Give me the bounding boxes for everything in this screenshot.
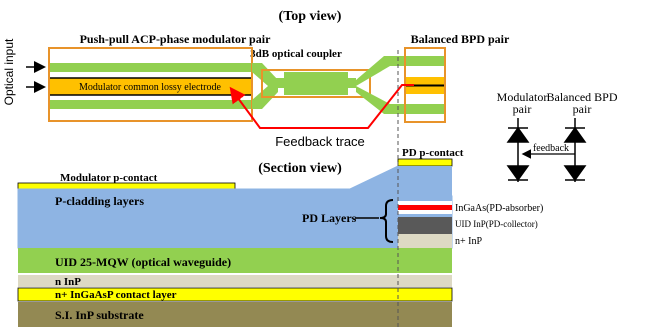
circuit-bpd-label-2: pair <box>573 102 592 116</box>
pd-uid-inp-layer <box>398 217 452 234</box>
pd-n-inp-layer <box>398 234 452 248</box>
bpd-pair-label: Balanced BPD pair <box>411 32 510 46</box>
electrode-label: Modulator common lossy electrode <box>79 82 221 93</box>
p-cladding-label: P-cladding layers <box>55 194 144 208</box>
pd-ingaas-layer <box>398 205 452 210</box>
bpd-waveguide-upper <box>405 56 445 66</box>
pd-contact-label: PD p-contact <box>402 147 464 159</box>
circuit-modulator-label-1: Modulator <box>497 90 548 104</box>
pd-p-contact <box>397 158 453 167</box>
mqw-layer <box>18 248 452 273</box>
n-inp-layer <box>18 275 452 287</box>
coupler-port-right <box>346 78 356 88</box>
feedback-trace <box>229 84 414 129</box>
substrate-label: S.I. InP substrate <box>55 308 144 322</box>
pd-layers-label: PD Layers <box>302 211 357 225</box>
circuit-modulator-diodes <box>506 118 530 182</box>
pd-layer-white-2 <box>398 210 452 214</box>
ingaas-label: InGaAs(PD-absorber) <box>455 203 543 214</box>
feedback-trace-label: Feedback trace <box>275 134 365 149</box>
modulator-p-contact <box>17 182 236 190</box>
modulator-pair-label: Push-pull ACP-phase modulator pair <box>80 32 271 46</box>
coupler-label: 3dB optical coupler <box>250 48 342 60</box>
circuit-bpd-label-1: Balanced BPD <box>547 90 618 104</box>
modulator-pair-box <box>48 47 253 122</box>
circuit-bpd-diodes <box>563 118 587 182</box>
contact-layer <box>17 287 453 302</box>
top-view-title: (Top view) <box>279 9 342 24</box>
wg-connect-lower-right <box>356 86 405 114</box>
contact-layer-label: n+ InGaAsP contact layer <box>55 289 177 301</box>
pd-layer-white-1 <box>398 201 452 205</box>
section-view-title: (Section view) <box>258 161 342 176</box>
optical-input-label: Optical input <box>2 38 16 105</box>
coupler-mmi <box>284 72 348 95</box>
pd-layers-brace <box>379 199 394 243</box>
pd-cladding <box>398 166 452 196</box>
circuit-modulator-label-2: pair <box>513 102 532 116</box>
wg-connect-upper-right <box>356 56 405 86</box>
modulator-contact-label: Modulator p-contact <box>60 172 158 184</box>
bpd-waveguide-lower <box>405 104 445 114</box>
n-inp-pd-label: n+ InP <box>455 236 482 247</box>
coupler-box <box>261 69 371 98</box>
wg-connect-upper-left <box>252 63 278 86</box>
coupler-port-left <box>276 78 286 88</box>
waveguide-lower <box>49 100 252 109</box>
mqw-label: UID 25-MQW (optical waveguide) <box>55 255 231 269</box>
substrate-layer <box>18 302 452 327</box>
circuit-feedback-label: feedback <box>533 143 569 154</box>
uid-inp-label: UID InP(PD-collector) <box>455 219 538 229</box>
n-inp-label: n InP <box>55 276 81 288</box>
waveguide-upper <box>49 63 252 72</box>
